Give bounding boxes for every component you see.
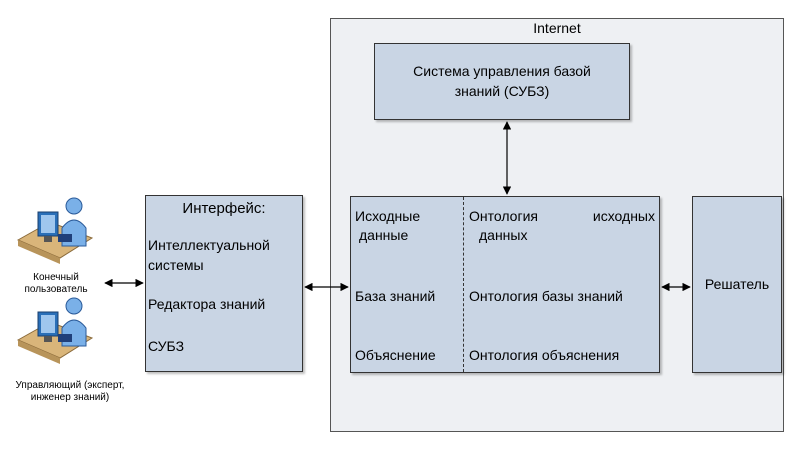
kms-label-line2: знаний (СУБЗ) bbox=[454, 83, 550, 99]
interface-title: Интерфейс: bbox=[182, 200, 266, 217]
interface-item-kms: СУБЗ bbox=[148, 338, 185, 354]
interface-item-intelligent-system: Интеллектуальной системы bbox=[148, 235, 270, 275]
internet-label: Internet bbox=[533, 20, 581, 36]
source-data-ontology-line2: данных bbox=[479, 227, 528, 243]
source-data-label: Исходные данные bbox=[355, 207, 420, 245]
manager-caption-line: инженер знаний) bbox=[30, 392, 110, 403]
explanation-ontology-label: Онтология объяснения bbox=[469, 347, 620, 363]
source-data-ontology-word: исходных bbox=[592, 208, 655, 224]
end-user-caption-line: пользователь bbox=[24, 284, 88, 295]
source-data-line: Исходные bbox=[355, 208, 421, 224]
knowledge-box bbox=[350, 196, 660, 373]
source-data-line: данные bbox=[359, 227, 409, 243]
end-user-caption: Конечный пользователь bbox=[10, 272, 102, 296]
kms-label-line1: Система управления базой bbox=[413, 63, 591, 79]
solver-label: Решатель bbox=[704, 276, 770, 292]
manager-caption-line: Управляющий (эксперт, bbox=[15, 380, 125, 391]
interface-item-knowledge-editor: Редактора знаний bbox=[148, 296, 266, 312]
source-data-ontology-line1: Онтология исходных bbox=[469, 207, 655, 226]
source-data-ontology-label: Онтология исходных данных bbox=[469, 207, 655, 245]
knowledge-box-divider bbox=[463, 197, 464, 372]
knowledge-base-label: База знаний bbox=[355, 288, 436, 304]
source-data-ontology-word: Онтология bbox=[469, 208, 538, 224]
interface-item-line: системы bbox=[148, 257, 204, 273]
interface-item-line: Интеллектуальной bbox=[148, 237, 270, 253]
end-user-caption-line: Конечный bbox=[33, 272, 79, 283]
knowledge-base-ontology-label: Онтология базы знаний bbox=[469, 288, 623, 304]
manager-caption: Управляющий (эксперт, инженер знаний) bbox=[4, 380, 136, 404]
solver-box bbox=[692, 196, 782, 373]
kms-label: Система управления базой знаний (СУБЗ) bbox=[374, 61, 630, 101]
explanation-label: Объяснение bbox=[355, 347, 436, 363]
interface-box bbox=[145, 195, 303, 372]
end-user-icon bbox=[16, 197, 94, 264]
kms-box bbox=[374, 43, 630, 120]
manager-icon bbox=[16, 297, 94, 364]
